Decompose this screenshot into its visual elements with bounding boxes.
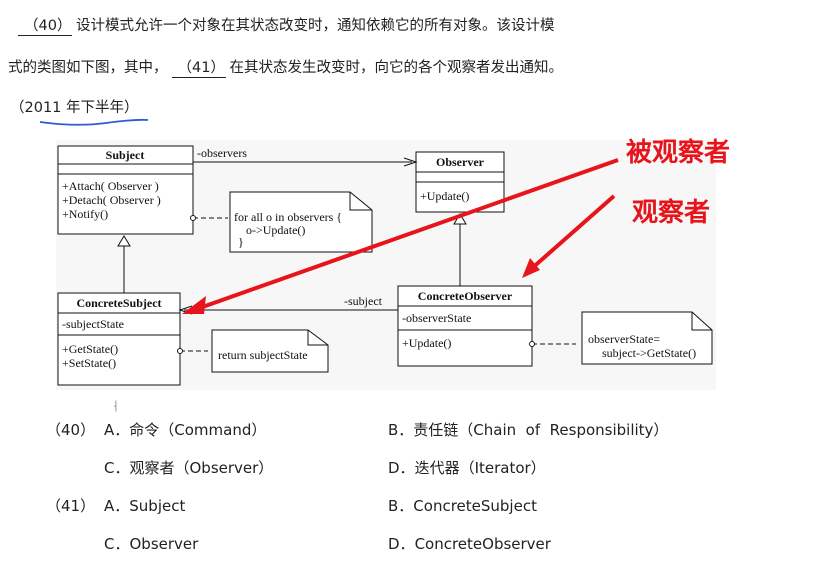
question-text-2b: 在其状态发生改变时，向它的各个观察者发出通知。: [229, 60, 564, 76]
q41-c-text: Observer: [129, 535, 199, 553]
question-text-2a: 式的类图如下图，其中，: [8, 60, 168, 76]
annotation-subject-label: 被观察者: [626, 138, 731, 168]
arrow-head-concrete-subject: [182, 296, 206, 314]
assoc-subject-label: -subject: [344, 294, 383, 308]
subject-op-attach: +Attach( Observer ): [62, 179, 159, 193]
arrow-to-concrete-observer: [528, 194, 616, 272]
q41-d-text: ConcreteObserver: [414, 535, 551, 553]
subject-op-detach: +Detach( Observer ): [62, 193, 161, 207]
q41-d-key: D．: [388, 535, 415, 553]
q40-b-text: 责任链（Chain of Responsibility）: [413, 421, 669, 439]
q40-label: （40）: [46, 421, 96, 439]
q40-c-text: 观察者（Observer）: [129, 459, 274, 477]
note-getstate-line-1: return subjectState: [218, 348, 308, 362]
question-line-2: 式的类图如下图，其中，（41）在其状态发生改变时，向它的各个观察者发出通知。: [8, 56, 563, 78]
blank-41: （41）: [171, 56, 226, 78]
q40-b-key: B．: [388, 421, 414, 439]
q40-a-key: A．: [104, 421, 130, 439]
observer-class-name: Observer: [436, 155, 485, 169]
note-update-line-2: subject->GetState(): [602, 346, 696, 360]
q40-d-text: 迭代器（Iterator）: [414, 459, 546, 477]
class-observer: Observer +Update(): [415, 151, 505, 213]
year-note-text: （2011 年下半年）: [10, 100, 139, 116]
note-getstate: return subjectState: [177, 329, 329, 373]
assoc-observers-label: -observers: [197, 146, 247, 160]
note-notify-line-1: for all o in observers {: [234, 210, 342, 224]
blue-underline-mark: [39, 118, 149, 126]
q40-a-text: 命令（Command）: [129, 421, 267, 439]
q41-option-c: C．Observer: [104, 533, 198, 554]
q41-c-key: C．: [104, 535, 130, 553]
q40-c-key: C．: [104, 459, 130, 477]
concrete-subject-op-setstate: +SetState(): [62, 356, 116, 370]
concrete-subject-class-name: ConcreteSubject: [76, 296, 161, 310]
q41-label: （41）: [46, 497, 96, 515]
concrete-observer-attr: -observerState: [402, 311, 471, 325]
q40-option-a: A．命令（Command）: [104, 419, 266, 440]
note-update-line-1: observerState=: [588, 332, 660, 346]
assoc-arrowhead: [403, 157, 418, 167]
uml-class-diagram: Subject +Attach( Observer ) +Detach( Obs…: [56, 140, 716, 390]
note-notify: for all o in observers { o->Update() }: [190, 191, 373, 253]
note-notify-line-3: }: [238, 235, 244, 249]
class-concrete-subject: ConcreteSubject -subjectState +GetState(…: [57, 292, 181, 386]
q40-option-b: B．责任链（Chain of Responsibility）: [388, 419, 668, 440]
subject-class-name: Subject: [106, 148, 145, 162]
blank-40: （40）: [18, 14, 72, 36]
arrow-head-concrete-observer: [522, 258, 540, 278]
question-text-1: 设计模式允许一个对象在其状态改变时，通知依赖它的所有对象。该设计模: [76, 18, 555, 34]
q41-option-a: A．Subject: [104, 495, 185, 516]
inherit-subject-triangle: [117, 235, 131, 247]
year-note: （2011 年下半年）: [10, 96, 139, 117]
concrete-subject-op-getstate: +GetState(): [62, 342, 118, 356]
question-line-1: （40）设计模式允许一个对象在其状态改变时，通知依赖它的所有对象。该设计模: [14, 14, 555, 36]
q41-a-text: Subject: [129, 497, 186, 515]
q41-a-key: A．: [104, 497, 130, 515]
q41-option-d: D．ConcreteObserver: [388, 533, 551, 554]
concrete-subject-attr: -subjectState: [62, 317, 124, 331]
q41-option-b: B．ConcreteSubject: [388, 495, 537, 516]
note-update: observerState= subject->GetState(): [529, 311, 713, 365]
class-subject: Subject +Attach( Observer ) +Detach( Obs…: [57, 145, 194, 235]
subject-op-notify: +Notify(): [62, 207, 108, 221]
q40-option-c: C．观察者（Observer）: [104, 457, 273, 478]
class-concrete-observer: ConcreteObserver -observerState +Update(…: [397, 285, 533, 367]
q41-b-text: ConcreteSubject: [413, 497, 537, 515]
arrow-to-concrete-subject: [193, 158, 619, 312]
q40-d-key: D．: [388, 459, 415, 477]
cursor-mark: ⸡: [112, 399, 119, 412]
q41-b-key: B．: [388, 497, 414, 515]
q40-option-d: D．迭代器（Iterator）: [388, 457, 546, 478]
concrete-observer-class-name: ConcreteObserver: [418, 289, 513, 303]
observer-op-update: +Update(): [420, 189, 469, 203]
note-notify-line-2: o->Update(): [246, 223, 305, 237]
annotation-observer-label: 观察者: [632, 198, 711, 228]
concrete-observer-op-update: +Update(): [402, 336, 451, 350]
